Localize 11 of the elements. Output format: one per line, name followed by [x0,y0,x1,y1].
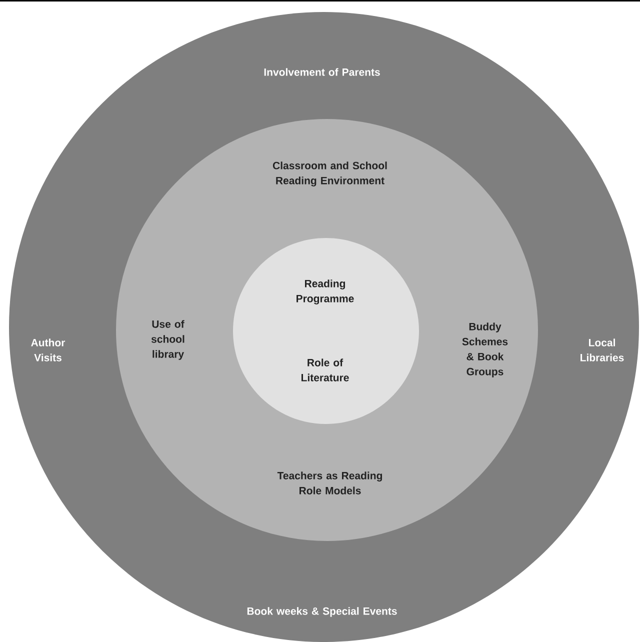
circle-label: Use of school library [151,320,184,360]
circle-label: Involvement of Parents [264,68,380,76]
circle-label: Local Libraries [580,338,624,362]
circle-label: Classroom and School Reading Environment [272,162,387,186]
circle-label: Buddy Schemes & Book Groups [462,322,508,378]
circle-label: Author Visits [31,338,66,362]
circle-label: Role of Literature [302,358,349,382]
ring-circle [233,238,419,424]
circle-label: Teachers as Reading Role Models [277,472,382,494]
circle-label: Reading Programme [296,280,354,304]
circle-label: Book weeks & Special Events [247,607,397,617]
